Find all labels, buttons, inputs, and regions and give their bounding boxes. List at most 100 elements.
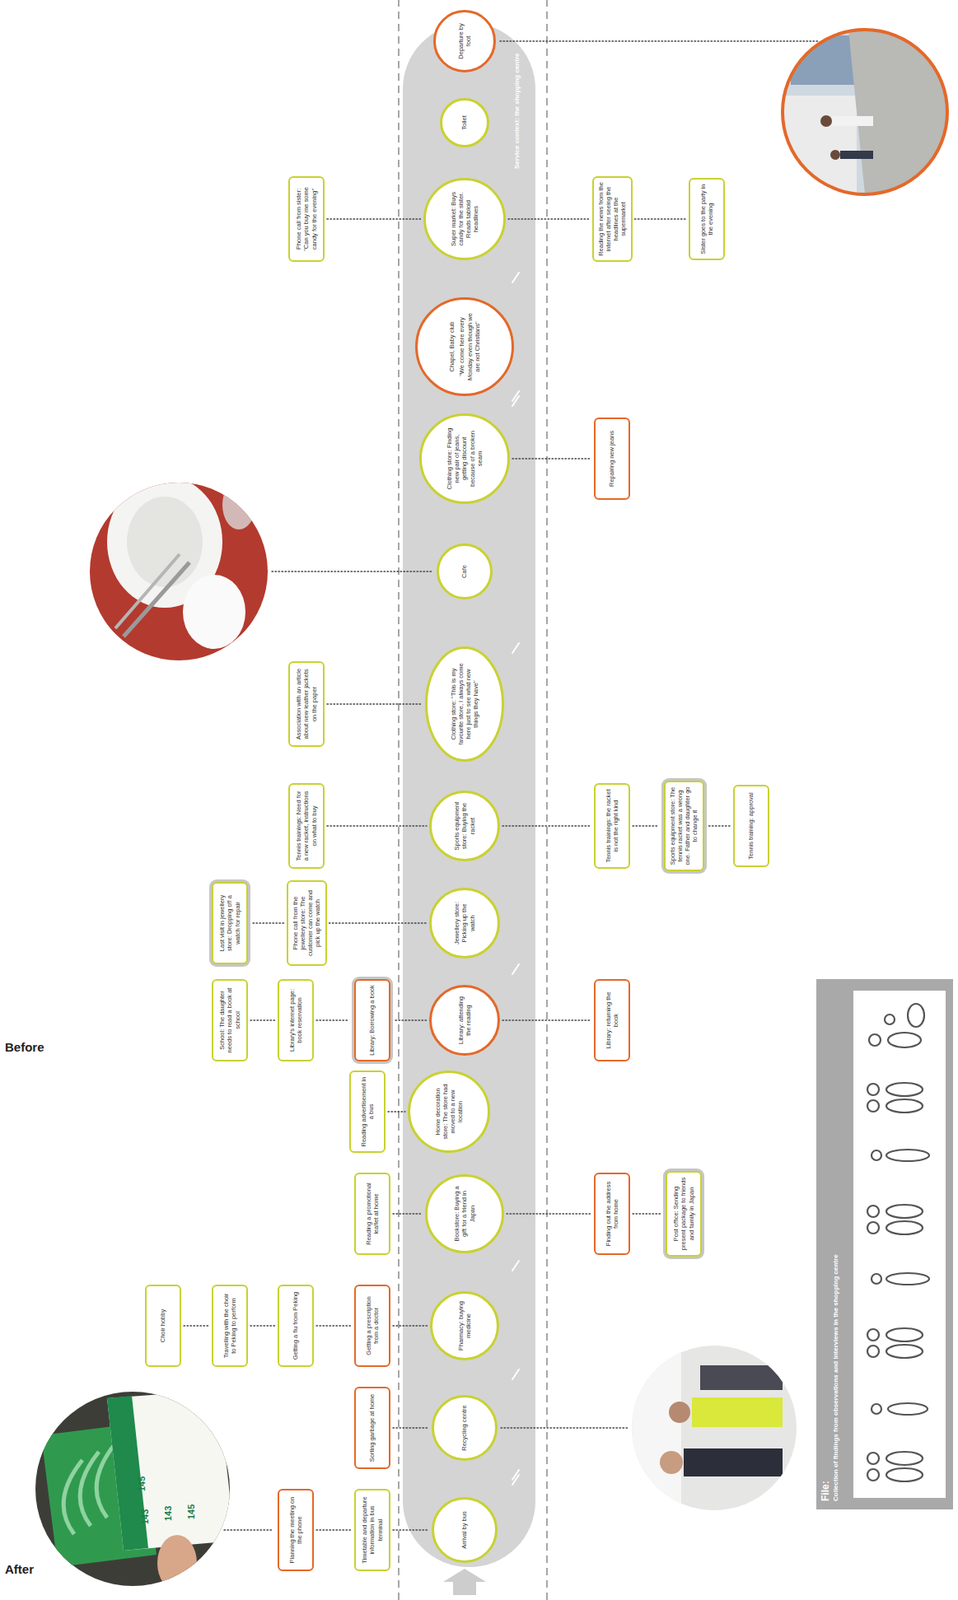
leader-line — [500, 40, 818, 42]
node-text: Super market: Buys candy for the sister.… — [449, 188, 481, 250]
text-group: Clothing store: "This is my favourite st… — [449, 661, 481, 748]
text-group: Recycling centre — [460, 1404, 468, 1454]
station-circle: Jewellery store: Picking up the watch — [429, 887, 501, 959]
dotted-connector — [506, 1213, 592, 1215]
text-group: Jewellery store: Picking up the watch — [453, 897, 476, 950]
dotted-connector — [250, 1325, 276, 1327]
file-panel-ground — [816, 979, 954, 1510]
dotted-connector — [395, 1019, 427, 1021]
text-group: Tennis training: approval — [747, 790, 755, 862]
section-label: Before — [4, 1041, 45, 1056]
touchpoint-box: Planning the meeting on the phone — [277, 1489, 314, 1572]
node-text: Getting a flu from Peking — [291, 1290, 300, 1362]
dotted-connector — [252, 922, 285, 924]
leader-line — [271, 570, 434, 572]
text-group: Phone call from sister: "Can you buy me … — [294, 182, 318, 257]
touchpoint-box: Reading a promotional leaflet at home — [354, 1172, 391, 1256]
node-text: Jewellery store: Picking up the watch — [453, 897, 476, 950]
touchpoint-box: Getting a flu from Peking — [277, 1285, 314, 1368]
dotted-connector — [316, 1325, 352, 1327]
circle-shape — [434, 11, 496, 72]
dotted-connector — [316, 1529, 352, 1531]
node-text: Choir hobby — [158, 1290, 167, 1362]
text-group: Reading a promotional leaflet at home — [364, 1178, 380, 1250]
direction-arrow — [443, 1569, 487, 1596]
text-group: Getting a prescription from a doctor — [364, 1290, 380, 1362]
cafe-photo — [89, 476, 268, 661]
node-text: Library: returning the book — [604, 985, 620, 1057]
dotted-connector — [508, 218, 590, 220]
dotted-connector — [392, 1325, 428, 1327]
node-text: Last visit in jewellery store: Dropping … — [218, 887, 241, 959]
node-text: Library's internet page: book reservatio… — [288, 985, 304, 1057]
dotted-connector — [632, 825, 659, 827]
band-label: Service context: the shopping centre — [514, 53, 522, 169]
dotted-connector — [327, 218, 421, 220]
circle-shape — [438, 545, 492, 599]
leaflet-photo — [32, 1390, 235, 1592]
icon-strip — [853, 990, 946, 1499]
circle-shape — [409, 1072, 490, 1153]
text-group: Association with an article about new le… — [294, 667, 318, 742]
circle-shape — [433, 1397, 497, 1461]
station-circle: Clothing store: "This is my favourite st… — [425, 646, 505, 762]
dotted-connector — [502, 1019, 592, 1021]
touchpoint-box: Library: Borrowing a book — [354, 979, 391, 1062]
node-text: Sports equipment store: Buying the racke… — [453, 799, 476, 853]
text-group: Chapel, Baby club"We come here every Mon… — [448, 310, 482, 384]
text-group: Finding out the address from home — [604, 1178, 620, 1250]
dotted-connector — [327, 825, 427, 827]
node-text: Planning the meeting on the phone — [288, 1495, 304, 1566]
text-group: Library: returning the book — [604, 985, 620, 1057]
touchpoint-box: Timetable and departure information in b… — [354, 1489, 391, 1572]
text-group: Repairing new jeans — [607, 423, 616, 495]
touchpoint-box: Sorting garbage at home — [354, 1387, 391, 1470]
node-text: Reading the news from the internet after… — [597, 182, 628, 257]
circle-shape — [430, 986, 500, 1056]
node-text: Reading advertisement in a bus — [359, 1076, 375, 1148]
node-text: Toilet — [460, 104, 468, 141]
node-text: Recycling centre — [460, 1404, 468, 1454]
text-group: Reading the news from the internet after… — [597, 182, 628, 257]
dotted-connector — [392, 1427, 430, 1429]
section-label: After — [4, 1563, 34, 1578]
node-text: School: The daughter needs to read a boo… — [218, 985, 241, 1057]
dotted-connector — [387, 1111, 406, 1113]
node-text: Tennis training: approval — [747, 790, 755, 862]
node-text: Pharmacy: buying medicine — [457, 1300, 472, 1352]
node-text: Cafe — [460, 551, 468, 593]
text-group: Home decoration store: The store had mov… — [434, 1081, 465, 1143]
text-group: Library: attending the reading — [457, 994, 472, 1047]
touchpoint-box: Reading advertisement in a bus — [349, 1070, 386, 1154]
circle-shape — [430, 792, 500, 861]
band-marks — [512, 272, 519, 1486]
text-group: Post office: Sending present package to … — [672, 1177, 695, 1252]
node-text: Post office: Sending present package to … — [672, 1177, 695, 1252]
circle-shape — [426, 648, 504, 762]
leader-line — [224, 1529, 272, 1531]
text-group: School: The daughter needs to read a boo… — [218, 985, 241, 1057]
node-text: Tennis trainings: Need for a new racket,… — [294, 789, 318, 864]
station-circle: Sports equipment store: Buying the racke… — [429, 790, 501, 862]
text-group: Planning the meeting on the phone — [288, 1495, 304, 1566]
text-group: Timetable and departure information in b… — [360, 1495, 384, 1566]
circle-shape — [426, 1176, 504, 1253]
node-text: Getting a prescription from a doctor — [364, 1290, 380, 1362]
node-text: Timetable and departure information in b… — [360, 1495, 384, 1566]
touchpoint-box: Association with an article about new le… — [288, 661, 325, 748]
circle-shape — [420, 415, 510, 504]
text-group: Library's internet page: book reservatio… — [288, 985, 304, 1057]
dotted-connector — [392, 1213, 423, 1215]
photo-text: 145 — [136, 1476, 147, 1492]
text-group: Phone call from the jewellery store: The… — [291, 886, 323, 961]
dotted-connector — [502, 825, 592, 827]
text-group: Sorting garbage at home — [368, 1392, 376, 1464]
touchpoint-box: Getting a prescription from a doctor — [354, 1285, 391, 1368]
panel-caption: Collection of findings from observations… — [831, 987, 841, 1502]
node-text: Association with an article about new le… — [294, 667, 318, 742]
node-text: Phone call from sister: "Can you buy me … — [294, 182, 318, 257]
node-text: Chapel, Baby club — [448, 310, 456, 384]
node-text: Bookstore: Buying a gift for a friend in… — [453, 1185, 476, 1244]
recycling-photo — [631, 1345, 797, 1511]
